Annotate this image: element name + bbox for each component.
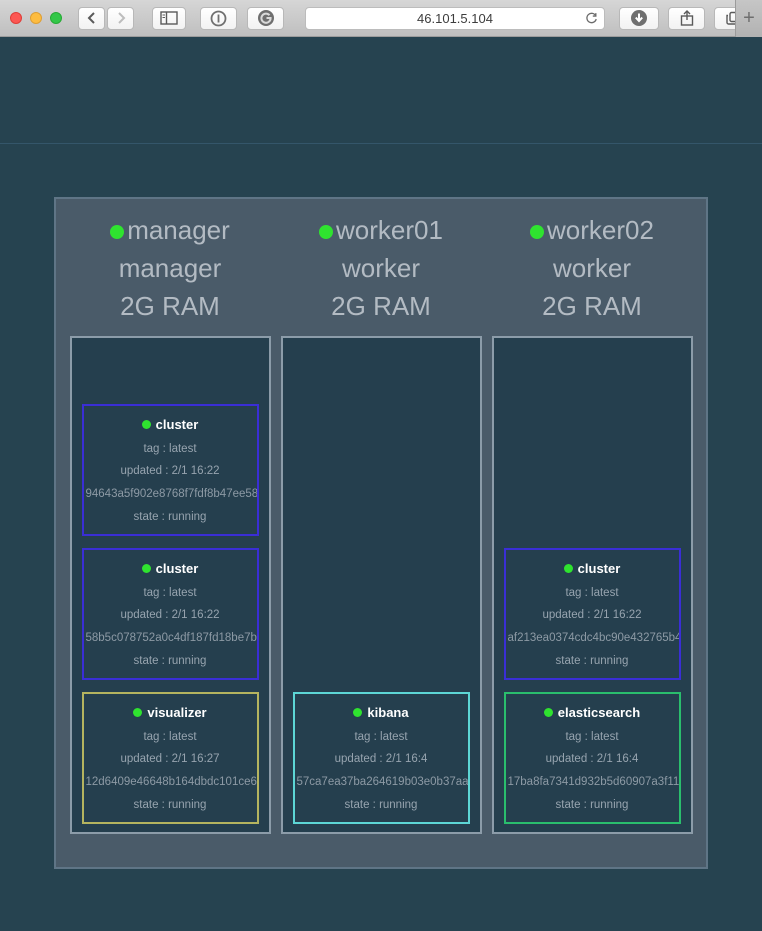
chevron-right-icon xyxy=(114,10,128,26)
browser-toolbar: 46.101.5.104 xyxy=(0,0,762,37)
container-title-row: visualizer xyxy=(84,705,257,720)
address-bar[interactable]: 46.101.5.104 xyxy=(305,6,605,31)
node-columns: manager manager 2G RAM cluster tag : lat… xyxy=(56,199,706,834)
url-text: 46.101.5.104 xyxy=(417,10,493,26)
container-title-row: elasticsearch xyxy=(506,705,679,720)
node-header: worker01 worker 2G RAM xyxy=(281,199,482,336)
container-status-icon xyxy=(141,563,151,573)
dark-circle-g-icon xyxy=(257,9,275,27)
container-name: cluster xyxy=(155,416,199,432)
node-column-worker01: worker01 worker 2G RAM kibana tag : late… xyxy=(280,199,482,834)
container-updated: updated : 2/1 16:27 xyxy=(120,753,220,766)
node-name-row: worker02 xyxy=(492,211,693,249)
node-status-icon xyxy=(530,225,545,239)
container-hash: af213ea0374cdc4bc90e432765b49f5 xyxy=(507,632,679,645)
container-state: state : running xyxy=(555,655,629,668)
container-state: state : running xyxy=(133,799,207,812)
swarm-panel: manager manager 2G RAM cluster tag : lat… xyxy=(54,197,708,869)
container-card-visualizer: visualizer tag : latest updated : 2/1 16… xyxy=(81,692,259,824)
container-status-icon xyxy=(543,707,553,717)
container-list: cluster tag : latest updated : 2/1 16:22… xyxy=(491,336,693,834)
extension-button-2[interactable] xyxy=(247,6,284,30)
node-header: manager manager 2G RAM xyxy=(70,199,271,336)
node-ram: 2G RAM xyxy=(542,291,642,321)
container-hash: 57ca7ea37ba264619b03e0b37aa529 xyxy=(296,776,468,789)
container-list: cluster tag : latest updated : 2/1 16:22… xyxy=(69,336,271,834)
container-card-cluster: cluster tag : latest updated : 2/1 16:22… xyxy=(503,548,681,680)
container-title-row: cluster xyxy=(84,417,257,432)
container-card-kibana: kibana tag : latest updated : 2/1 16:4 5… xyxy=(292,692,470,824)
container-tag: tag : latest xyxy=(354,730,408,743)
traffic-light-zoom[interactable] xyxy=(50,12,62,24)
node-role: worker xyxy=(341,253,420,283)
container-card-cluster: cluster tag : latest updated : 2/1 16:22… xyxy=(81,548,259,680)
node-name: worker02 xyxy=(547,215,654,245)
container-tag: tag : latest xyxy=(143,586,197,599)
back-button[interactable] xyxy=(78,6,105,30)
container-list: kibana tag : latest updated : 2/1 16:4 5… xyxy=(280,336,482,834)
container-updated: updated : 2/1 16:22 xyxy=(542,609,642,622)
container-status-icon xyxy=(563,563,573,573)
container-hash: 12d6409e46648b164dbdc101ce6d5 xyxy=(85,776,257,789)
download-icon xyxy=(630,9,648,27)
container-hash: 94643a5f902e8768f7fdf8b47ee58f03 xyxy=(85,488,257,501)
container-updated: updated : 2/1 16:22 xyxy=(120,465,220,478)
container-status-icon xyxy=(133,707,143,717)
container-hash: 17ba8fa7341d932b5d60907a3f1112 xyxy=(507,776,679,789)
node-status-icon xyxy=(319,225,334,239)
container-state: state : running xyxy=(133,655,207,668)
share-icon xyxy=(679,9,695,27)
node-role: manager xyxy=(118,253,222,283)
container-title-row: kibana xyxy=(295,705,468,720)
forward-button[interactable] xyxy=(107,6,134,30)
node-name: manager xyxy=(127,215,230,245)
node-name-row: worker01 xyxy=(281,211,482,249)
container-updated: updated : 2/1 16:22 xyxy=(120,609,220,622)
node-column-worker02: worker02 worker 2G RAM cluster tag : lat… xyxy=(491,199,693,834)
circled-bar-icon xyxy=(210,10,227,27)
container-updated: updated : 2/1 16:4 xyxy=(545,753,639,766)
sidebar-toggle-button[interactable] xyxy=(152,6,186,30)
node-ram: 2G RAM xyxy=(331,291,431,321)
container-tag: tag : latest xyxy=(143,442,197,455)
container-title-row: cluster xyxy=(506,561,679,576)
sidebar-icon xyxy=(160,11,178,25)
container-card-cluster: cluster tag : latest updated : 2/1 16:22… xyxy=(81,404,259,536)
node-role: worker xyxy=(552,253,631,283)
traffic-light-close[interactable] xyxy=(10,12,22,24)
container-state: state : running xyxy=(344,799,418,812)
container-name: elasticsearch xyxy=(557,704,641,720)
container-status-icon xyxy=(353,707,363,717)
container-card-elasticsearch: elasticsearch tag : latest updated : 2/1… xyxy=(503,692,681,824)
container-state: state : running xyxy=(133,511,207,524)
container-state: state : running xyxy=(555,799,629,812)
container-updated: updated : 2/1 16:4 xyxy=(334,753,428,766)
container-name: cluster xyxy=(577,560,621,576)
traffic-light-minimize[interactable] xyxy=(30,12,42,24)
container-name: cluster xyxy=(155,560,199,576)
extension-button-1[interactable] xyxy=(200,6,237,30)
container-title-row: cluster xyxy=(84,561,257,576)
chevron-left-icon xyxy=(85,10,99,26)
node-name: worker01 xyxy=(336,215,443,245)
node-name-row: manager xyxy=(70,211,271,249)
downloads-button[interactable] xyxy=(619,6,659,30)
reload-icon[interactable] xyxy=(584,11,599,31)
page-header-band xyxy=(0,37,762,144)
plus-icon: + xyxy=(743,7,755,29)
node-status-icon xyxy=(110,225,125,239)
node-column-manager: manager manager 2G RAM cluster tag : lat… xyxy=(69,199,271,834)
container-tag: tag : latest xyxy=(565,586,619,599)
container-tag: tag : latest xyxy=(565,730,619,743)
swarm-visualizer-page: manager manager 2G RAM cluster tag : lat… xyxy=(0,37,762,931)
container-status-icon xyxy=(141,419,151,429)
container-name: visualizer xyxy=(147,704,207,720)
node-ram: 2G RAM xyxy=(120,291,220,321)
new-tab-button[interactable]: + xyxy=(735,0,762,37)
node-header: worker02 worker 2G RAM xyxy=(492,199,693,336)
container-tag: tag : latest xyxy=(143,730,197,743)
container-name: kibana xyxy=(367,704,409,720)
share-button[interactable] xyxy=(668,6,705,30)
container-hash: 58b5c078752a0c4df187fd18be7bff2 xyxy=(85,632,257,645)
